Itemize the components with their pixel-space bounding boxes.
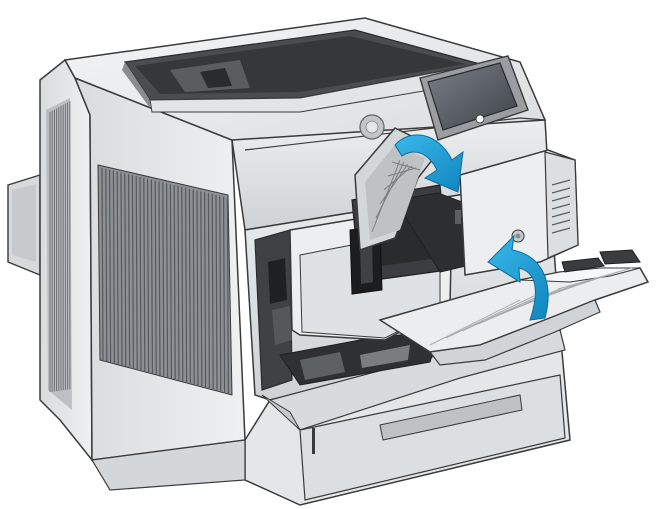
decorative-line [219,195,222,392]
decorative-line [169,184,172,379]
printer-internal-cavity [254,229,441,391]
decorative-line [551,195,571,202]
decorative-line [551,187,571,194]
decorative-line [166,183,169,378]
decorative-line [109,169,112,363]
decorative-line [391,161,421,171]
decorative-line [551,179,571,186]
multipurpose-tray-extended [378,249,650,366]
decorative-line [196,190,199,386]
decorative-line [101,167,104,361]
decorative-line [181,186,184,382]
decorative-line [131,175,134,369]
touchscreen-display [427,62,518,131]
decorative-line [461,291,549,332]
hp-logo-icon [475,114,485,124]
decorative-line [105,168,108,362]
decorative-line [177,185,180,381]
decorative-line [188,188,191,384]
decorative-line [120,172,123,366]
decorative-line [139,176,142,371]
printer-side-panel [39,58,246,463]
decorative-line [551,227,571,234]
decorative-line [162,182,165,377]
stapler-housing-right [459,149,579,276]
stapler-door-latch [359,114,385,140]
stapler-door-lifted [354,127,442,252]
decorative-line [200,191,203,387]
decorative-line [211,194,214,390]
decorative-line [387,167,417,177]
printer-top-cover [63,17,547,151]
decorative-line [226,197,229,394]
decorative-line [445,295,535,339]
decorative-line [112,170,115,364]
decorative-line [128,174,131,368]
tray-handle [379,394,523,441]
control-panel [419,55,529,141]
curved-arrow-down-icon [394,134,464,193]
decorative-line [207,193,210,389]
decorative-line [551,211,571,218]
decorative-line [135,176,138,370]
curved-arrow-up-icon [487,234,549,321]
decorative-line [143,177,146,372]
decorative-line [215,194,218,391]
stapler-stacker-unit [289,184,471,341]
decorative-line [147,178,150,373]
decorative-line [192,189,195,385]
decorative-line [150,179,153,374]
decorative-line [557,267,633,290]
decorative-line [154,180,157,375]
decorative-line [116,171,119,365]
side-output-bin [7,174,41,277]
decorative-line [551,203,571,210]
decorative-line [429,299,521,346]
decorative-line [204,192,207,388]
decorative-line [379,163,409,205]
decorative-line [173,185,176,380]
paper-level-indicator [312,428,315,454]
decorative-line [124,173,127,367]
decorative-line [158,181,161,376]
side-vent-grille [97,164,233,396]
decorative-line [185,187,188,383]
decorative-line [223,196,226,393]
decorative-line [551,219,571,226]
